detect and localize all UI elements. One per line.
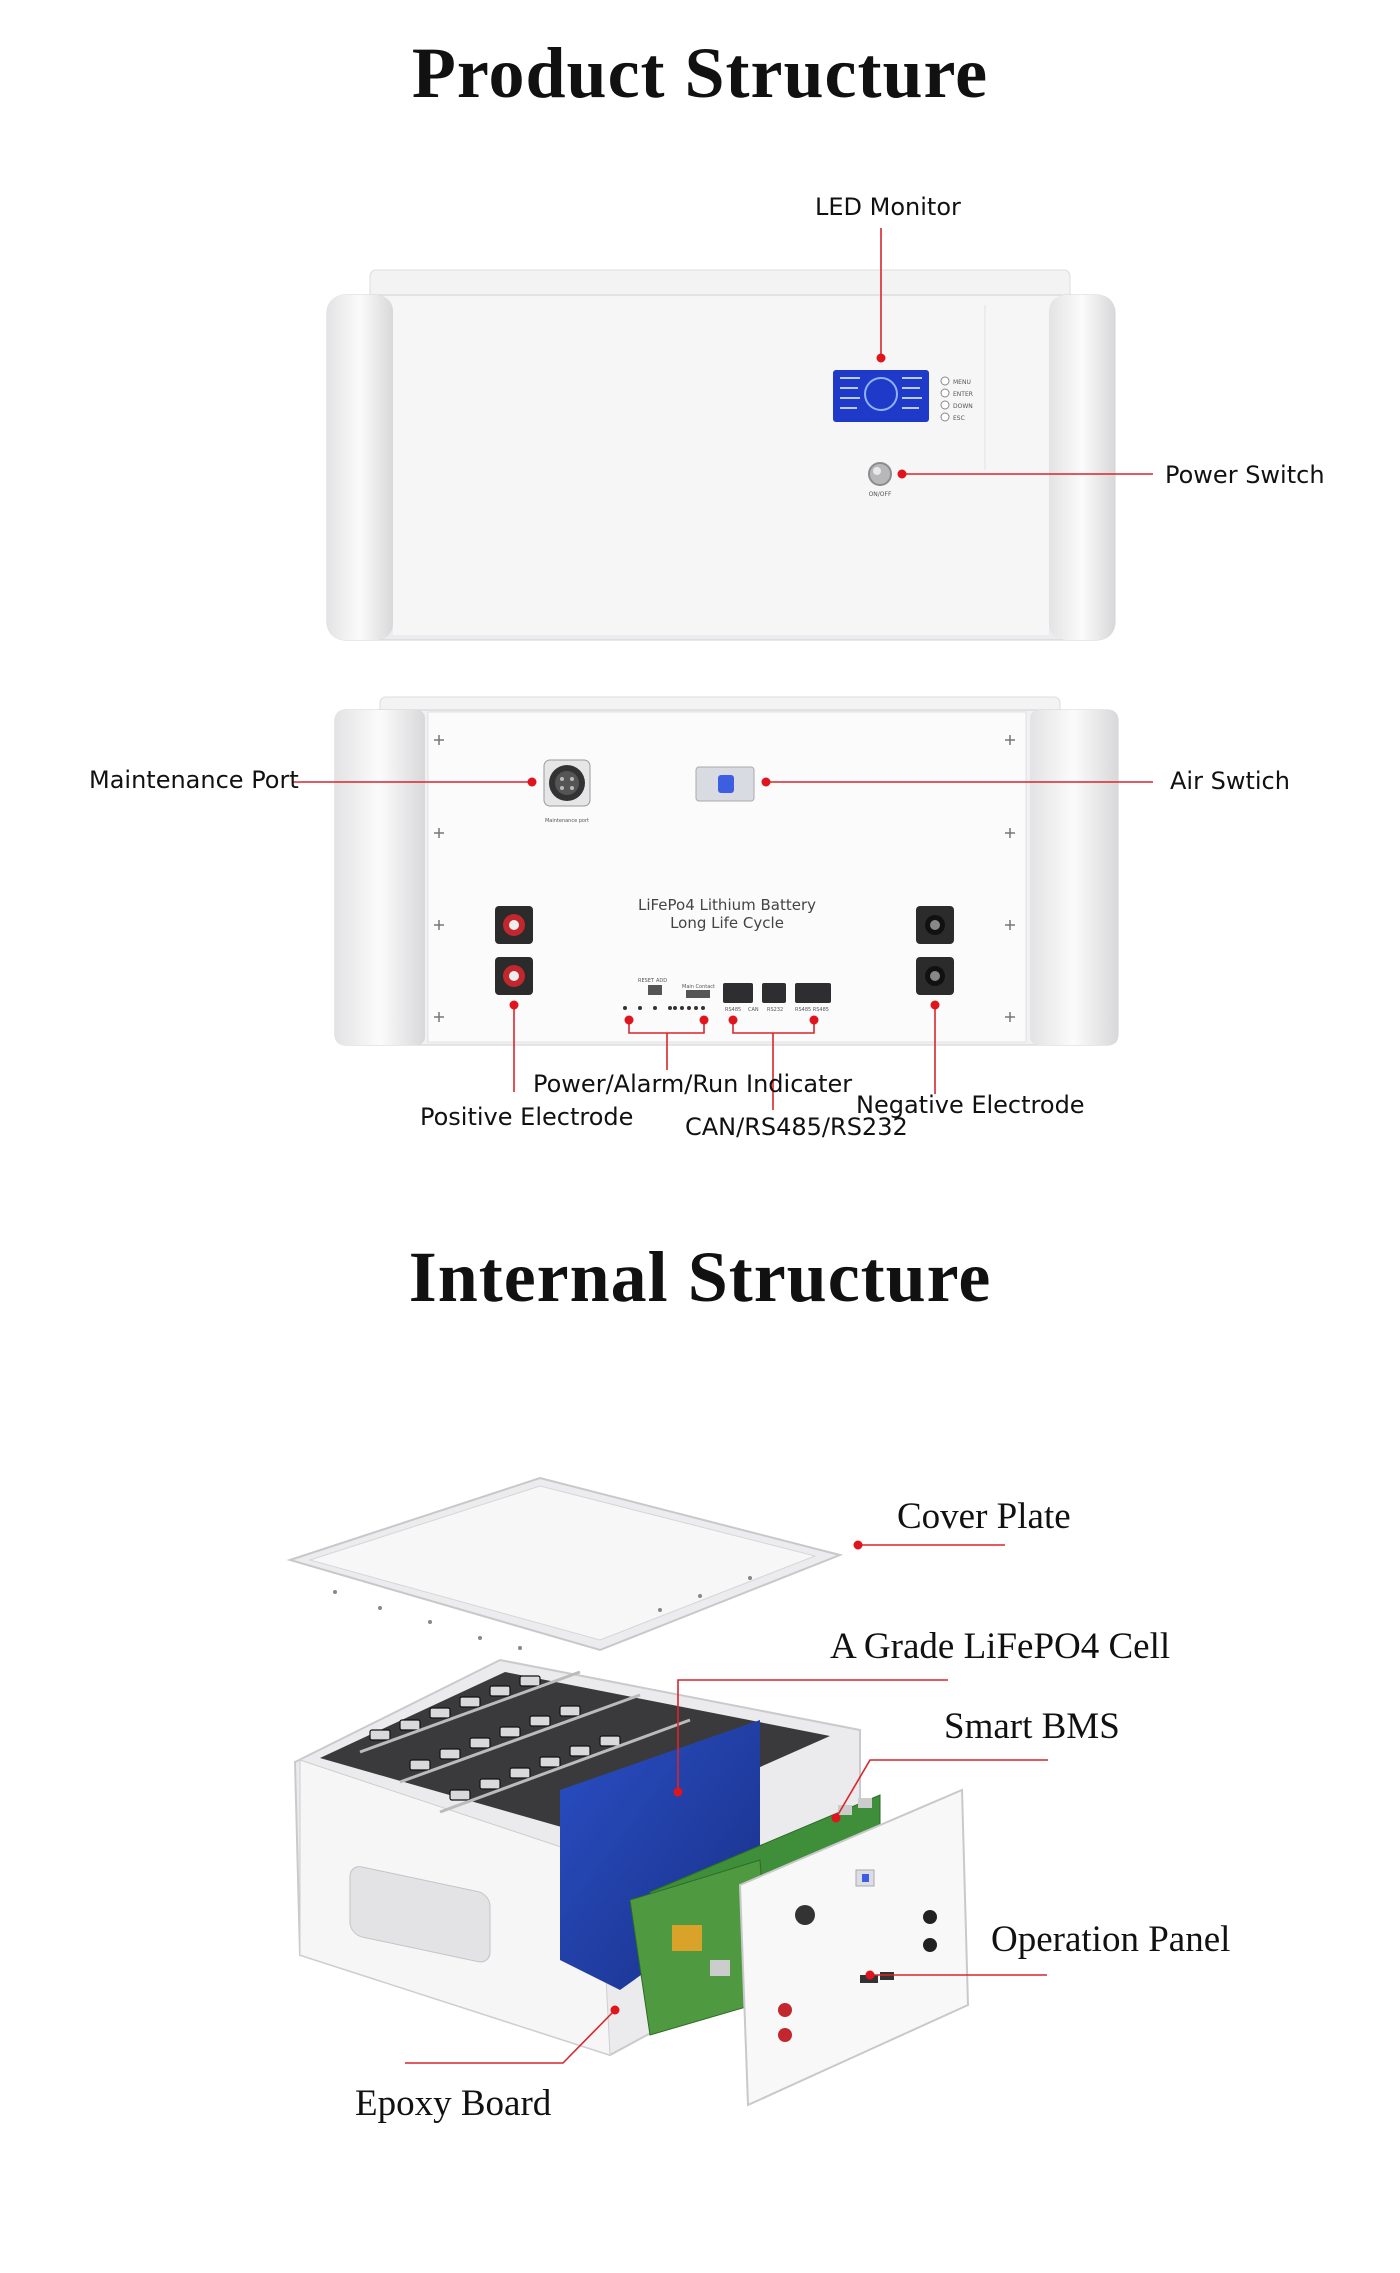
negative-electrode-terminals [916, 906, 954, 995]
maintenance-port-text: Maintenance port [545, 818, 589, 824]
smart-bms-label: Smart BMS [944, 1706, 1120, 1747]
small-label: Main Contact [682, 984, 715, 990]
maintenance-port-connector [543, 759, 591, 807]
product-structure-title: Product Structure [411, 33, 989, 113]
small-label: CAN [748, 1007, 759, 1013]
led-monitor-screen [833, 370, 929, 422]
small-label: RESET [638, 978, 655, 984]
a-grade-cell-label: A Grade LiFePO4 Cell [830, 1626, 1171, 1667]
small-label: RS485 RS485 [795, 1007, 829, 1013]
small-label: RS232 [767, 1007, 783, 1013]
small-label: ADD [656, 978, 667, 984]
product-callout-dots [509, 353, 940, 1025]
maintenance-port-label: Maintenance Port [89, 766, 299, 794]
power-alarm-run-label: Power/Alarm/Run Indicater [533, 1070, 853, 1098]
small-label: RS485 [725, 1007, 741, 1013]
screen-button-label: DOWN [953, 403, 973, 410]
cover-plate-label: Cover Plate [897, 1496, 1071, 1537]
product-callout-lines [292, 228, 1153, 1110]
air-switch-label: Air Swtich [1170, 767, 1290, 795]
power-switch-label: Power Switch [1165, 461, 1325, 489]
internal-structure-title: Internal Structure [408, 1237, 992, 1317]
operation-panel [738, 1788, 970, 2107]
indicator-led-row [623, 985, 710, 1010]
can-rs485-rs232-label: CAN/RS485/RS232 [685, 1113, 908, 1141]
product-text: LiFePo4 Lithium Battery [638, 896, 816, 914]
negative-electrode-label: Negative Electrode [856, 1091, 1085, 1119]
led-monitor-label: LED Monitor [815, 193, 961, 221]
positive-electrode-label: Positive Electrode [420, 1103, 634, 1131]
rear-battery-unit [334, 696, 1119, 1046]
front-battery-unit [326, 269, 1116, 641]
cover-plate [286, 1476, 844, 1652]
internal-callout-lines [405, 1544, 1048, 2064]
epoxy-board-label: Epoxy Board [355, 2083, 552, 2124]
product-subtext: Long Life Cycle [670, 914, 784, 932]
communication-ports [723, 983, 831, 1003]
internal-callout-dots [610, 1540, 875, 2015]
screen-button-label: MENU [953, 379, 971, 386]
positive-electrode-terminals [495, 906, 533, 995]
screen-button-label: ENTER [953, 391, 973, 398]
air-switch-breaker [695, 766, 755, 802]
screen-button-label: ESC [953, 415, 965, 422]
switch-text: ON/OFF [869, 491, 892, 498]
operation-panel-label: Operation Panel [991, 1919, 1231, 1960]
screen-button-group [940, 376, 950, 422]
epoxy-board [629, 1859, 771, 2036]
power-switch-knob [868, 462, 892, 486]
